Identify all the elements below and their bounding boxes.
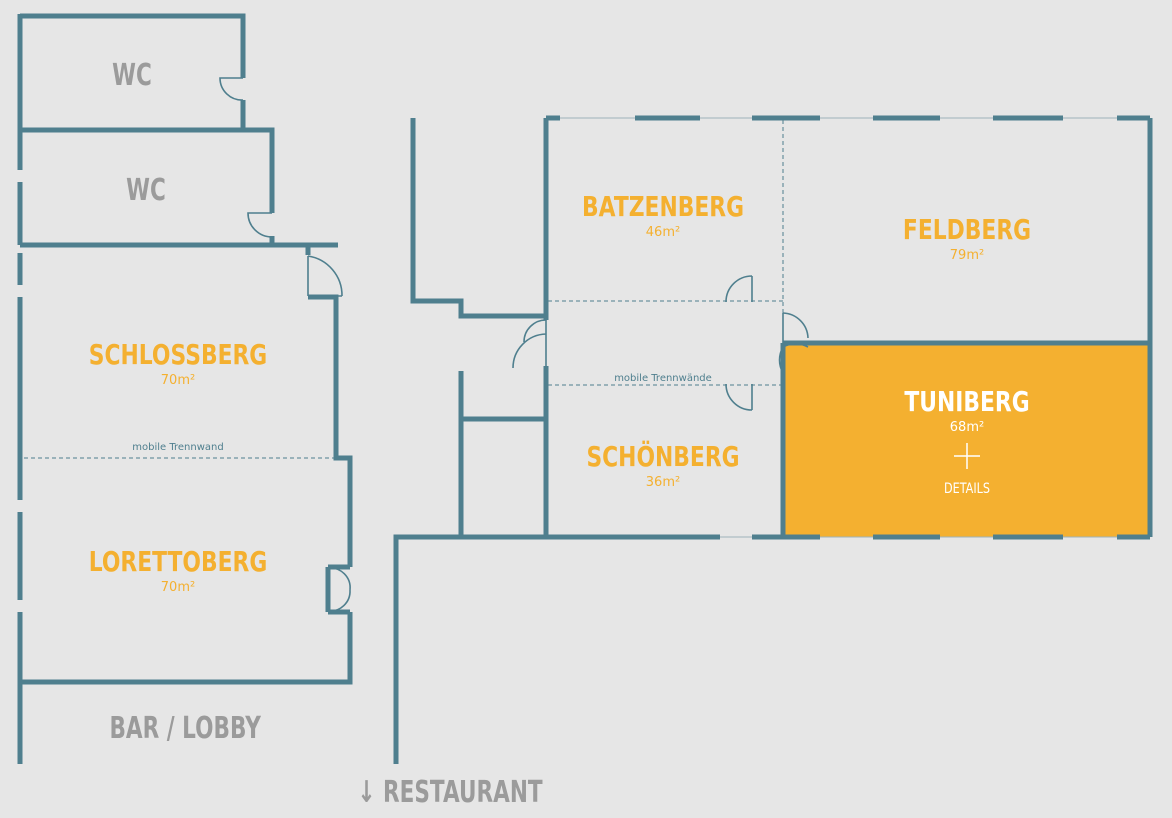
- schlossberg-door-icon: [307, 255, 343, 297]
- wc-top-door-icon: [219, 77, 244, 101]
- wc-top-label: WC: [112, 59, 152, 93]
- room-schlossberg[interactable]: SCHLOSSBERG 70m²: [89, 338, 267, 388]
- tuniberg-highlight[interactable]: [783, 343, 1150, 537]
- entrance-door-icon: [512, 319, 547, 369]
- feldberg-door-icon: [782, 312, 809, 343]
- batzenberg-door-icon: [725, 275, 753, 303]
- restaurant-label: ↓ RESTAURANT: [357, 776, 542, 810]
- lorettoberg-door-icon: [327, 567, 351, 612]
- schoenberg-door-icon: [725, 383, 753, 411]
- divider-note: mobile Trennwand: [132, 442, 223, 453]
- room-name: TUNIBERG: [904, 385, 1029, 417]
- room-area: 79m²: [950, 248, 984, 263]
- room-area: 36m²: [646, 475, 680, 490]
- room-tuniberg[interactable]: TUNIBERG 68m² DETAILS: [904, 385, 1029, 496]
- room-area: 70m²: [161, 373, 195, 388]
- wc-bottom-label: WC: [126, 174, 166, 208]
- room-name: BATZENBERG: [582, 190, 744, 222]
- room-batzenberg[interactable]: BATZENBERG 46m²: [582, 190, 744, 240]
- room-lorettoberg[interactable]: LORETTOBERG 70m²: [89, 545, 268, 595]
- room-name: LORETTOBERG: [89, 545, 268, 577]
- room-area: 68m²: [950, 420, 984, 435]
- tuniberg-door-icon: [778, 343, 809, 374]
- right-building-walls: [393, 115, 1153, 764]
- room-schoenberg[interactable]: SCHÖNBERG 36m²: [586, 439, 739, 490]
- room-feldberg[interactable]: FELDBERG 79m²: [903, 213, 1031, 263]
- plus-icon[interactable]: [954, 443, 980, 469]
- room-name: FELDBERG: [903, 213, 1031, 245]
- left-building-walls: [17, 13, 353, 764]
- details-link[interactable]: DETAILS: [944, 480, 990, 497]
- right-building-doors: [512, 120, 809, 411]
- room-name: SCHLOSSBERG: [89, 338, 267, 370]
- bar-lobby-label: BAR / LOBBY: [109, 712, 261, 746]
- left-building-doors: [24, 77, 351, 612]
- room-name: SCHÖNBERG: [586, 439, 739, 472]
- room-area: 46m²: [646, 225, 680, 240]
- divider-note: mobile Trennwände: [614, 373, 712, 384]
- wc-bottom-door-icon: [247, 212, 273, 238]
- room-area: 70m²: [161, 580, 195, 595]
